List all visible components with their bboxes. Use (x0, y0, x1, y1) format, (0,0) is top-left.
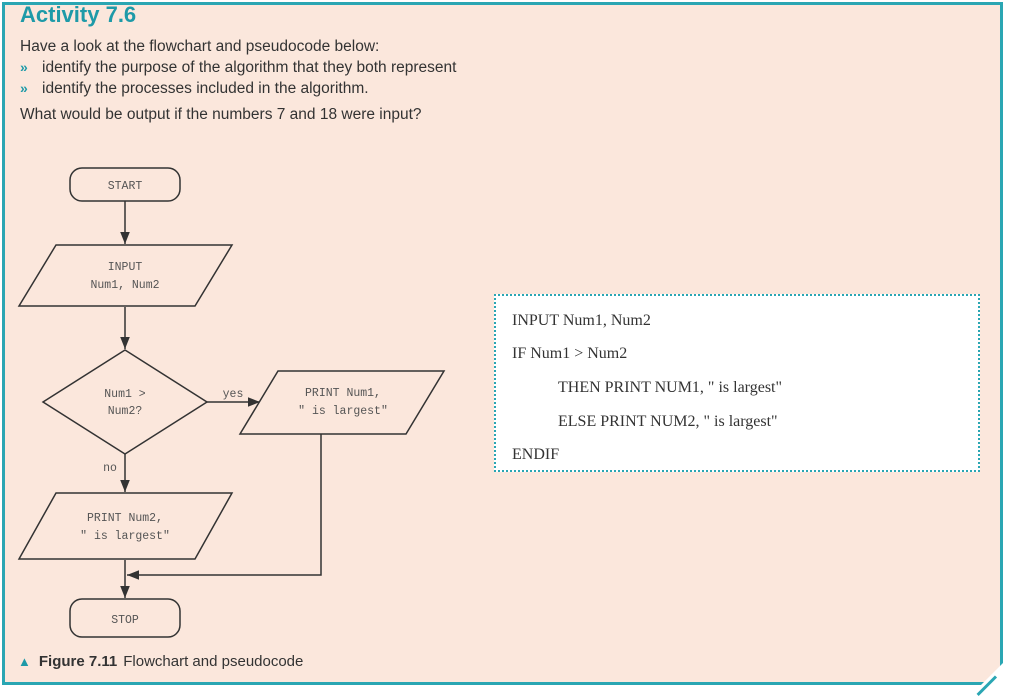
arrow-print1-merge (127, 434, 322, 580)
figure-caption: ▲ Figure 7.11 Flowchart and pseudocode (18, 653, 303, 670)
start-terminator (69, 167, 181, 202)
pseudocode-box: INPUT Num1, Num2 IF Num1 > Num2 THEN PRI… (494, 294, 980, 472)
print-num2-parallelogram (17, 492, 234, 560)
decision-label-line2: Num2? (108, 405, 143, 418)
pseudocode-line: ENDIF (512, 446, 560, 463)
print-num1-label-line1: PRINT Num1, (305, 387, 381, 400)
input-label-line2: Num1, Num2 (90, 279, 159, 292)
stop-terminator (69, 598, 181, 638)
pseudocode-line: ELSE PRINT NUM2, " is largest" (558, 413, 778, 430)
input-parallelogram (17, 244, 234, 307)
activity-question: What would be output if the numbers 7 an… (20, 106, 422, 123)
input-label-line1: INPUT (108, 261, 143, 274)
instruction-text: identify the processes included in the a… (42, 80, 369, 97)
decision-label-line1: Num1 > (104, 388, 146, 401)
pseudocode-line: THEN PRINT NUM1, " is largest" (558, 379, 783, 396)
instruction-item: » identify the processes included in the… (20, 78, 456, 99)
print-num1-parallelogram (238, 370, 446, 435)
stop-label: STOP (111, 614, 139, 627)
yes-label: yes (223, 388, 244, 401)
print-num1-label-line2: " is largest" (298, 405, 388, 418)
folded-corner (981, 663, 1003, 685)
instruction-text: identify the purpose of the algorithm th… (42, 59, 457, 76)
no-label: no (103, 462, 117, 475)
chevron-right-icon: » (20, 59, 28, 75)
start-label: START (108, 180, 143, 193)
print-num2-label-line2: " is largest" (80, 530, 170, 543)
triangle-up-icon: ▲ (18, 654, 31, 669)
figure-number: Figure 7.11 (38, 653, 118, 670)
pseudocode-line: INPUT Num1, Num2 (512, 312, 651, 329)
figure-title: Flowchart and pseudocode (123, 653, 304, 670)
instruction-item: » identify the purpose of the algorithm … (20, 57, 456, 78)
instruction-list: » identify the purpose of the algorithm … (20, 57, 456, 99)
activity-intro: Have a look at the flowchart and pseudoc… (20, 38, 380, 55)
pseudocode-line: IF Num1 > Num2 (512, 345, 628, 362)
print-num2-label-line1: PRINT Num2, (87, 512, 163, 525)
decision-diamond (41, 349, 209, 455)
chevron-right-icon: » (20, 80, 28, 96)
activity-title: Activity 7.6 (20, 2, 137, 27)
